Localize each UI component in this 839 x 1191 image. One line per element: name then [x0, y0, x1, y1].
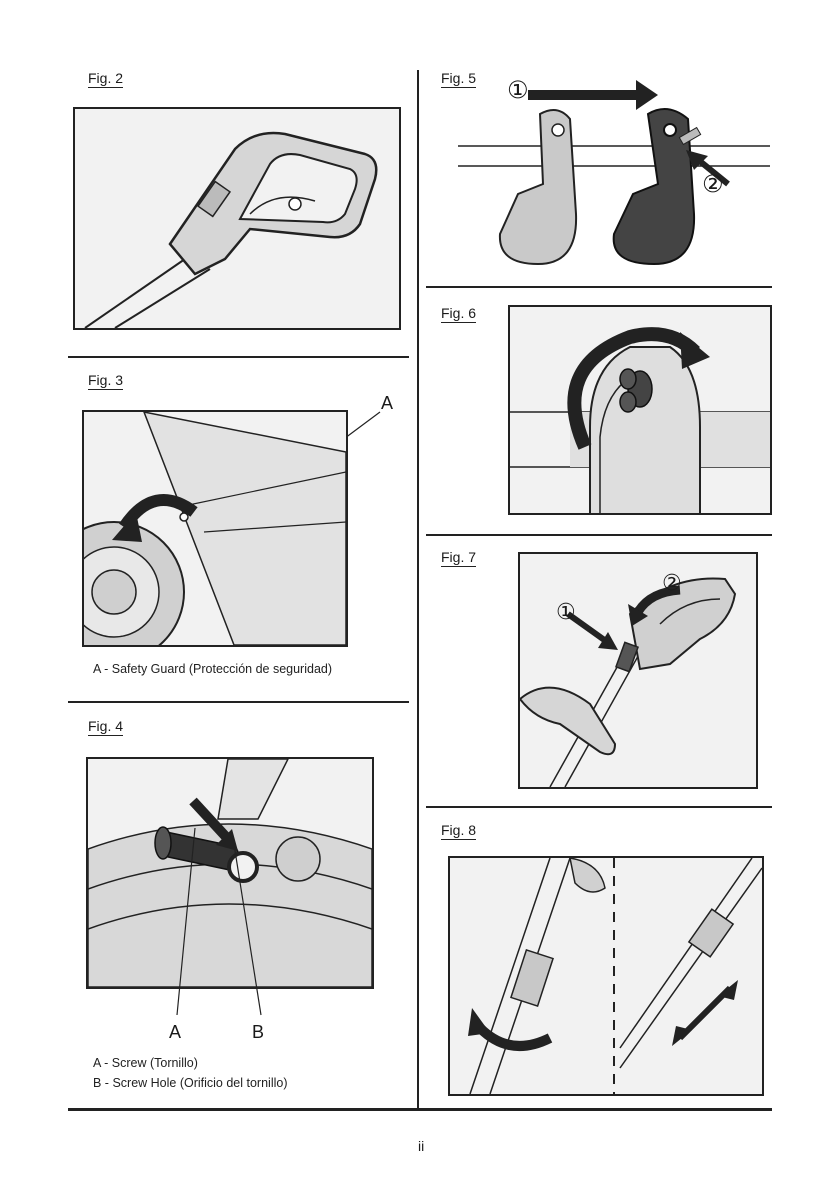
move-arrow-icon: [636, 80, 658, 110]
fig8-label: Fig. 8: [441, 822, 476, 840]
fig3-illustration: [82, 410, 348, 647]
fig6-label: Fig. 6: [441, 305, 476, 323]
divider-right-2: [426, 534, 772, 536]
fig7-step-2: ②: [662, 571, 682, 595]
divider-right-1: [426, 286, 772, 288]
trimmer-handle-drawing: [75, 109, 399, 328]
fig4-callout-b: B: [252, 1022, 264, 1043]
fig3-caption: A - Safety Guard (Protección de segurida…: [93, 661, 332, 678]
fig2-illustration: [73, 107, 401, 330]
trimmer-assembly-drawing: [520, 554, 756, 787]
fig4-caption-a: A - Screw (Tornillo): [93, 1055, 198, 1072]
wing-knob-drawing: [510, 307, 770, 513]
fig7-illustration: [518, 552, 758, 789]
fig4-callout-leaders: [165, 820, 275, 1020]
fig3-label: Fig. 3: [88, 372, 123, 390]
fig7-step-1: ①: [556, 600, 576, 624]
fig4-caption-b: B - Screw Hole (Orificio del tornillo): [93, 1075, 288, 1092]
safety-guard-drawing: [84, 412, 346, 645]
divider-left-1: [68, 356, 409, 358]
fig5-step-2: ②: [702, 172, 724, 198]
fig2-label: Fig. 2: [88, 70, 123, 88]
fig4-callout-a: A: [169, 1022, 181, 1043]
bottom-rule: [68, 1108, 772, 1111]
fig8-illustration: [448, 856, 764, 1096]
fig5-step-1: ①: [507, 78, 529, 104]
rotate-arrow-icon: [680, 332, 710, 369]
fig4-label: Fig. 4: [88, 718, 123, 736]
divider-right-3: [426, 806, 772, 808]
fig6-illustration: [508, 305, 772, 515]
center-divider: [417, 70, 419, 1110]
divider-left-2: [68, 701, 409, 703]
page-number: ii: [418, 1138, 424, 1154]
fig7-label: Fig. 7: [441, 549, 476, 567]
rotate-arrow-icon: [468, 1008, 490, 1036]
shaft-adjust-drawing: [450, 858, 762, 1094]
